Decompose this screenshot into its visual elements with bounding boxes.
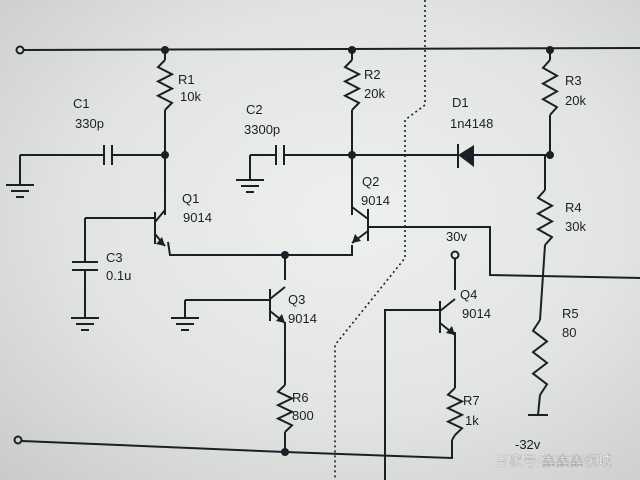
transistor-q1 [154,209,166,247]
junction-dot [546,151,554,159]
r2-ref: R2 [364,67,381,82]
ground-icon [171,317,199,331]
capacitor-c3 [72,261,98,271]
ground-symbols [6,179,264,331]
r3-value: 20k [565,93,586,108]
capacitor-c2 [275,145,285,165]
transistor-q2 [351,206,369,244]
junction-dot [546,46,554,54]
c2-ref: C2 [246,102,263,117]
capacitor-c1 [103,145,113,165]
c3-ref: C3 [106,250,123,265]
resistor-r2 [342,59,362,111]
resistor-r1 [155,59,175,111]
q2-ref: Q2 [362,174,379,189]
q4-value: 9014 [462,306,491,321]
emitter-arrow-icon [446,326,455,335]
resistor-r4 [535,189,555,246]
d1-value: 1n4148 [450,116,493,131]
c2-value: 3300p [244,122,280,137]
junction-dot [281,251,289,259]
junction-dot [281,448,289,456]
r5-value: 80 [562,325,576,340]
resistor-r7 [445,387,465,436]
resistor-r5 [531,319,549,396]
bottom-rail [13,435,453,460]
r2-value: 20k [364,86,385,101]
junction-dot [348,46,356,54]
r5-ref: R5 [562,306,579,321]
transistor-q4 [439,298,456,336]
c1-value: 330p [75,116,104,131]
resistors [155,59,560,436]
r6-value: 800 [292,408,314,423]
transistors [154,206,456,336]
r7-ref: R7 [463,393,480,408]
junction-dots [161,46,554,456]
diode-d1 [457,144,474,168]
supply-negative-label: -32v [515,437,541,452]
ground-icon [6,184,34,198]
emitter-arrow-icon [156,237,165,246]
emitter-arrow-icon [276,314,285,323]
resistor-r6 [275,384,295,433]
q1-ref: Q1 [182,191,199,206]
q3-value: 9014 [288,311,317,326]
supply-positive-label: 30v [446,229,467,244]
c3-value: 0.1u [106,268,131,283]
collector-lead [351,206,369,220]
junction-dot [348,151,356,159]
junction-dot [161,151,169,159]
r3-ref: R3 [565,73,582,88]
resistor-r3 [540,59,560,116]
d1-ref: D1 [452,95,469,110]
q1-value: 9014 [183,210,212,225]
collector-lead [439,298,456,312]
q4-ref: Q4 [460,287,477,302]
r4-ref: R4 [565,200,582,215]
r1-ref: R1 [178,72,195,87]
ground-icon [236,179,264,193]
top-rail [15,45,640,55]
r7-value: 1k [465,413,479,428]
supply-terminal-30v [450,250,460,260]
r1-value: 10k [180,89,201,104]
emitter-arrow-icon [352,234,361,243]
q2-value: 9014 [361,193,390,208]
ground-icon [71,317,99,331]
r4-value: 30k [565,219,586,234]
r6-ref: R6 [292,390,309,405]
wires [19,50,640,480]
q3-ref: Q3 [288,292,305,307]
collector-lead [269,286,286,300]
junction-dot [161,46,169,54]
transistor-q3 [269,286,286,324]
c1-ref: C1 [73,96,90,111]
watermark: 百家号/鑫鑫鑫领域 [495,453,612,470]
collector-lead [154,209,166,223]
